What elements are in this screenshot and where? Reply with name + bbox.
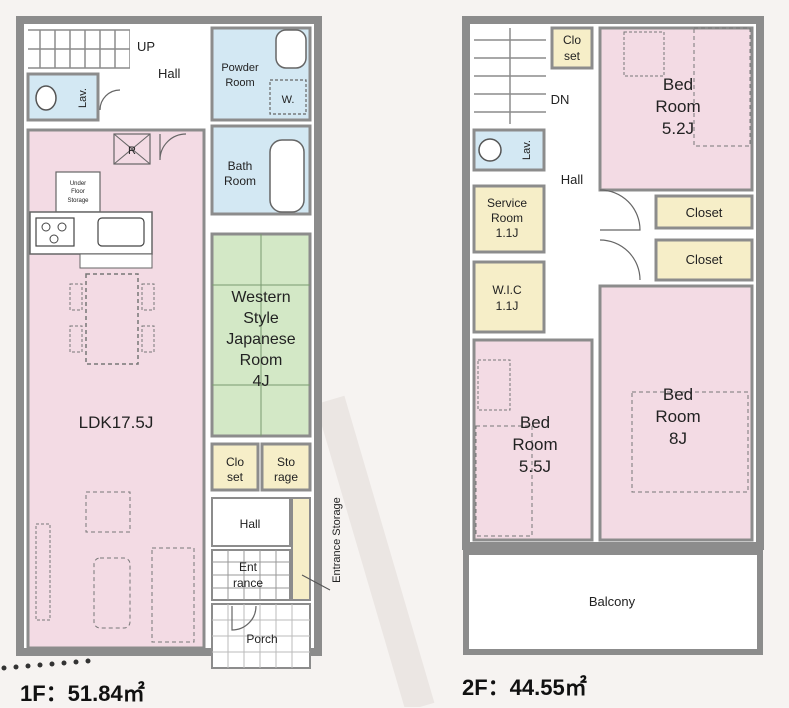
toilet-icon xyxy=(478,138,502,162)
closet-top-label-2: set xyxy=(564,49,581,63)
wic-label-1: W.I.C xyxy=(492,283,522,297)
closet-1f xyxy=(210,442,260,492)
stair-2f xyxy=(474,28,546,124)
closet-top-2f xyxy=(550,26,594,70)
powder-label-1: Powder xyxy=(221,62,259,74)
closet-a-label: Closet xyxy=(686,205,723,220)
up-label: UP xyxy=(137,39,155,54)
bath-label-2: Room xyxy=(224,174,256,188)
closet-a-2f xyxy=(654,194,754,230)
bed-icon xyxy=(475,425,533,537)
entrance-storage-label: Entrance Storage xyxy=(331,497,343,583)
door-swing-icon xyxy=(159,133,187,161)
powder-label-2: Room xyxy=(225,77,254,89)
dining-table-icon xyxy=(85,273,139,365)
desk-icon xyxy=(477,359,511,411)
bedroom-5-5 xyxy=(472,338,594,542)
bathtub-icon xyxy=(269,139,305,213)
balcony-label: Balcony xyxy=(589,594,636,609)
porch-label: Porch xyxy=(246,632,277,646)
storage-label-1: Sto xyxy=(277,455,295,469)
balcony xyxy=(463,549,763,655)
floor1-area-label: 1F：51.84㎡ xyxy=(20,681,145,706)
closet-b-2f xyxy=(654,238,754,282)
door-swing-icon xyxy=(599,239,641,281)
dots-decoration xyxy=(1,658,91,671)
tatami-grid xyxy=(212,234,310,436)
armchair-icon xyxy=(85,491,131,533)
storage-1f xyxy=(260,442,312,492)
lav-2f-label: Lav. xyxy=(521,140,533,160)
service-label-1: Service xyxy=(487,196,527,210)
entrance-label-2: rance xyxy=(233,576,263,590)
floor2-plan: Clo set DN Lav. Hall Service Room 1.1J W… xyxy=(462,16,764,655)
kitchen-sink-icon xyxy=(97,217,145,247)
bed8-label-1: Bed xyxy=(663,385,693,404)
ufs-label-3: Storage xyxy=(67,198,89,204)
bedroom-8 xyxy=(598,284,754,542)
under-floor-storage xyxy=(55,171,101,213)
bed55-label-1: Bed xyxy=(520,413,550,432)
ufs-label-2: Floor xyxy=(71,189,85,195)
ufs-label-1: Under xyxy=(70,181,86,187)
entrance-storage xyxy=(291,497,311,601)
hall-bottom-label: Hall xyxy=(240,517,261,531)
stove-icon xyxy=(35,217,75,247)
door-swing-icon xyxy=(231,605,257,631)
floor1-plan: UP Hall Lav. Powder Room W. R Bath Room … xyxy=(1,16,343,671)
sofa-icon xyxy=(151,547,195,643)
bed52-label-1: Bed xyxy=(663,75,693,94)
entrance-tiles xyxy=(212,550,290,600)
bed55-label-3: 5.5J xyxy=(519,457,551,476)
service-label-3: 1.1J xyxy=(496,226,519,240)
storage-label-2: rage xyxy=(274,470,298,484)
ldk-label: LDK17.5J xyxy=(79,413,154,432)
entrance-label-1: Ent xyxy=(239,560,258,574)
hall-top-label: Hall xyxy=(158,66,181,81)
jp-label-3: Japanese xyxy=(226,331,295,348)
toilet-icon xyxy=(35,85,57,111)
sink-icon xyxy=(275,29,307,69)
bed8-label-2: Room xyxy=(655,407,700,426)
door-swing-icon xyxy=(599,189,641,231)
wic xyxy=(472,260,546,334)
jp-label-1: Western xyxy=(231,289,290,306)
bedroom-5-2 xyxy=(598,26,754,192)
w-label: W. xyxy=(282,94,295,106)
dn-label: DN xyxy=(551,92,570,107)
service-room xyxy=(472,184,546,254)
wic-label-2: 1.1J xyxy=(496,299,519,313)
bed8-label-3: 8J xyxy=(669,429,687,448)
closet-top-label-1: Clo xyxy=(563,33,581,47)
door-swing-icon xyxy=(99,89,121,111)
tv-board-icon xyxy=(35,523,51,621)
bed-icon xyxy=(693,27,751,147)
bed-icon xyxy=(631,391,749,493)
bed52-label-3: 5.2J xyxy=(662,119,694,138)
r-label: R xyxy=(128,145,136,157)
bath-label-1: Bath xyxy=(228,159,253,173)
lav-label: Lav. xyxy=(77,88,89,108)
jp-label-5: 4J xyxy=(253,373,270,390)
hall-2f-label: Hall xyxy=(561,172,584,187)
hall-bottom-1f xyxy=(211,497,291,547)
ldk-room xyxy=(26,128,206,650)
closet-label-1: Clo xyxy=(226,455,244,469)
closet-b-label: Closet xyxy=(686,252,723,267)
bed55-label-2: Room xyxy=(512,435,557,454)
closet-label-2: set xyxy=(227,470,244,484)
jp-label-2: Style xyxy=(243,310,279,327)
washer-icon xyxy=(269,79,307,115)
hall-top-1f xyxy=(130,28,208,120)
table-icon xyxy=(93,557,131,629)
desk-icon xyxy=(623,31,665,77)
bed52-label-2: Room xyxy=(655,97,700,116)
service-label-2: Room xyxy=(491,211,523,225)
jp-label-4: Room xyxy=(240,352,283,369)
fridge-icon xyxy=(113,133,151,165)
floor2-area-label: 2F：44.55㎡ xyxy=(462,675,587,700)
